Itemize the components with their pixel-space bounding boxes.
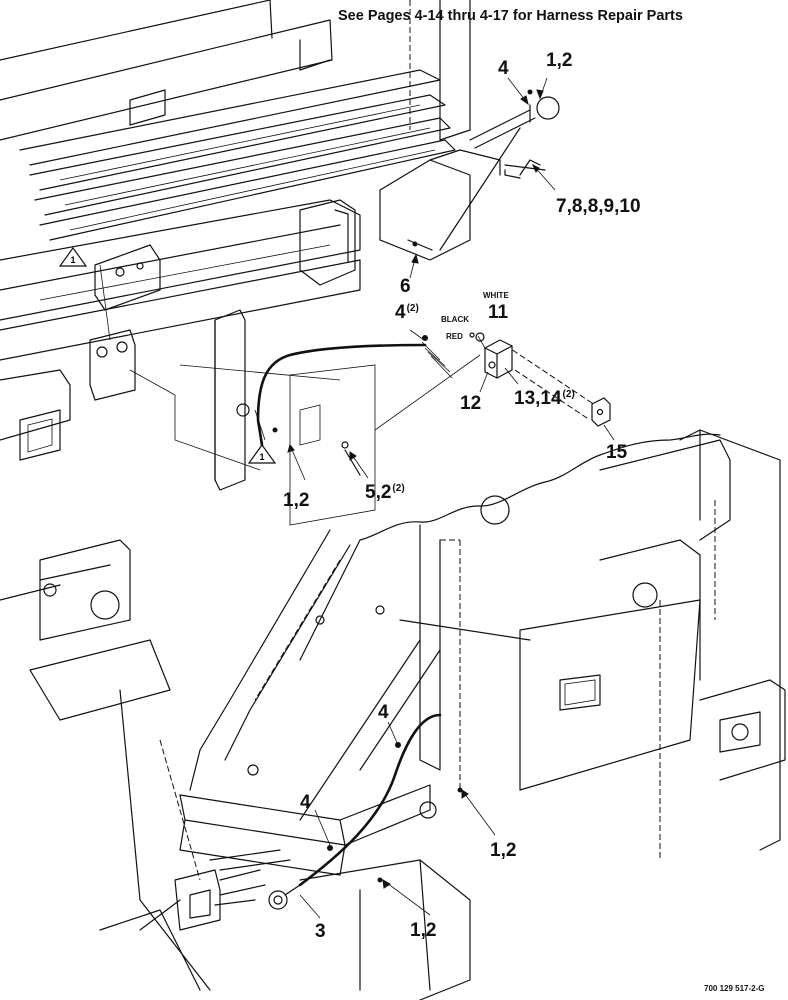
decal-15 — [591, 397, 611, 427]
callout-4-top: 4 — [498, 58, 509, 79]
switch-box — [469, 332, 513, 379]
callout-11: 11 — [488, 302, 509, 323]
callout-1-2-mid: 1,2 — [283, 490, 310, 511]
callout-1-2-lower-a: 1,2 — [490, 840, 517, 861]
valve-assembly — [139, 849, 301, 931]
wire-white-label: WHITE — [483, 291, 509, 300]
harness-cable — [256, 335, 453, 447]
callout-3: 3 — [315, 921, 326, 942]
callout-6: 6 — [400, 276, 411, 297]
arrow-heads — [287, 89, 544, 889]
triangle-label-upper: 1 — [70, 255, 75, 265]
callout-13-14: 13,14(2) — [514, 388, 575, 410]
figure-code: 700 129 517-2-G — [704, 984, 765, 993]
reference-triangle-lower: 1 — [247, 443, 277, 464]
callout-12: 12 — [460, 393, 482, 414]
callout-7-10: 7,8,8,9,10 — [556, 196, 641, 217]
callout-4-qty2-qty: (2) — [406, 302, 419, 314]
triangle-label-lower: 1 — [259, 452, 264, 462]
callout-4-qty2: 4(2) — [395, 302, 419, 324]
reference-triangle-upper: 1 — [58, 246, 88, 267]
upper-sensor — [407, 89, 560, 251]
leader-lines — [99, 77, 615, 919]
callout-13-14-qty: (2) — [562, 388, 575, 400]
callout-5-2-qty: (2) — [392, 482, 405, 494]
conveyor-assembly — [0, 0, 501, 491]
callout-15: 15 — [606, 442, 628, 463]
lower-frame — [0, 429, 786, 1000]
hidden-bracket — [289, 344, 596, 526]
callout-1-2-top: 1,2 — [546, 50, 573, 71]
callout-5-2-main: 5,2 — [365, 482, 392, 503]
callout-4-lower-b: 4 — [300, 792, 311, 813]
wire-black-label: BLACK — [441, 315, 469, 324]
header-note: See Pages 4-14 thru 4-17 for Harness Rep… — [338, 8, 683, 24]
callout-13-14-main: 13,14 — [514, 388, 562, 409]
wire-red-label: RED — [446, 332, 463, 341]
callout-4-lower-a: 4 — [378, 702, 389, 723]
callout-1-2-lower-b: 1,2 — [410, 920, 437, 941]
lower-harness — [298, 713, 463, 887]
callout-5-2: 5,2(2) — [365, 482, 405, 504]
callout-4-qty2-main: 4 — [395, 302, 406, 323]
